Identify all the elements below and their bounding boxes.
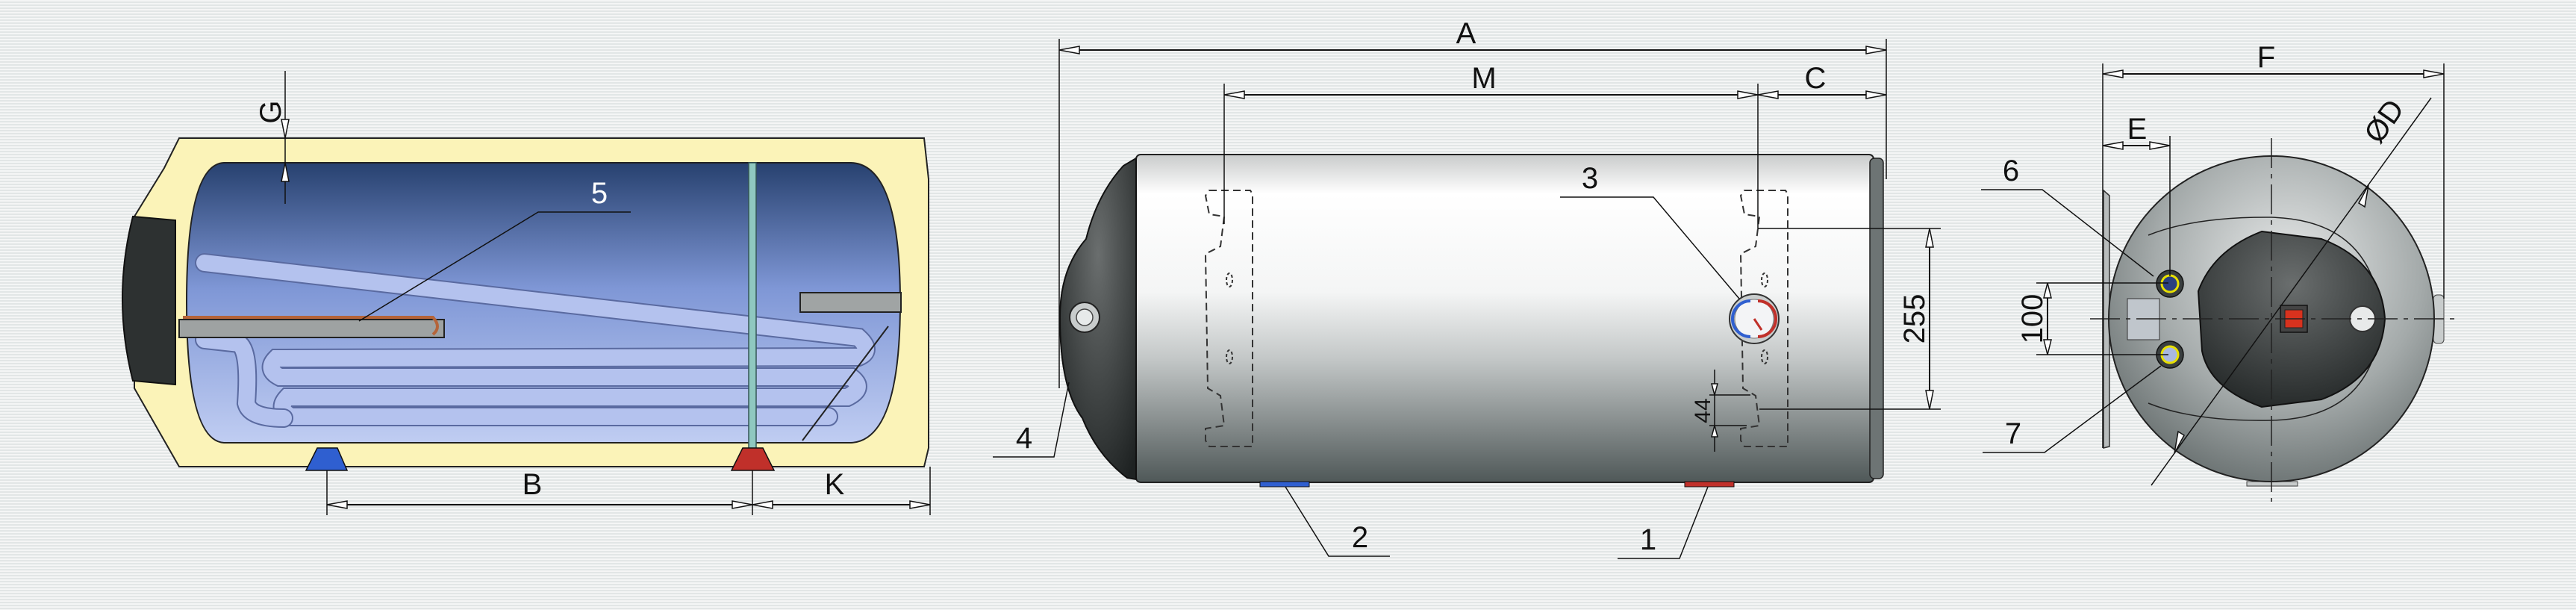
sensor-sleeve [799, 292, 902, 313]
thermometer-gauge [1729, 293, 1780, 344]
dim-label-44: 44 [1691, 398, 1715, 423]
hot-outlet-foot [730, 447, 776, 471]
section-view: G 5 B K [122, 71, 931, 515]
callout-3: 3 [1582, 162, 1598, 195]
dim-label-k: K [825, 468, 845, 501]
mounting-bracket-right [1739, 190, 1788, 447]
dim-label-a: A [1456, 17, 1476, 50]
dim-label-c: C [1805, 62, 1827, 95]
fitting-7 [2156, 340, 2184, 369]
dim-label-f: F [2257, 41, 2275, 74]
dim-label-b: B [523, 468, 543, 501]
callout-7: 7 [2005, 417, 2021, 450]
callout-1: 1 [1640, 523, 1656, 556]
cold-water-inlet [1259, 481, 1310, 488]
dim-label-m: M [1471, 62, 1496, 95]
callout-6: 6 [2003, 155, 2019, 187]
dim-label-g: G [255, 100, 287, 123]
heat-exchanger-coil [195, 253, 876, 428]
mounting-bracket-left [1204, 190, 1253, 447]
dim-label-100: 100 [2016, 294, 2049, 344]
front-view: A M C 255 44 3 4 2 1 [993, 17, 1941, 559]
callout-4: 4 [1016, 422, 1032, 455]
heating-element-wire [183, 316, 439, 336]
dim-label-e: E [2127, 113, 2148, 146]
callout-2: 2 [1352, 521, 1368, 554]
rear-end-ring [1869, 158, 1884, 479]
side-view: F E ØD 100 6 7 [1981, 41, 2454, 502]
baffle-line [802, 326, 889, 441]
dim-label-255: 255 [1898, 294, 1931, 344]
magnesium-anode-rod [748, 162, 757, 462]
callout-5: 5 [591, 177, 608, 210]
front-flange-cap [122, 215, 176, 386]
dim-label-diameter-d: ØD [2358, 93, 2410, 149]
cold-inlet-foot [305, 447, 349, 471]
heating-element [178, 319, 445, 338]
thermostat-knob-center [1076, 308, 1094, 326]
hot-water-outlet [1684, 481, 1735, 488]
